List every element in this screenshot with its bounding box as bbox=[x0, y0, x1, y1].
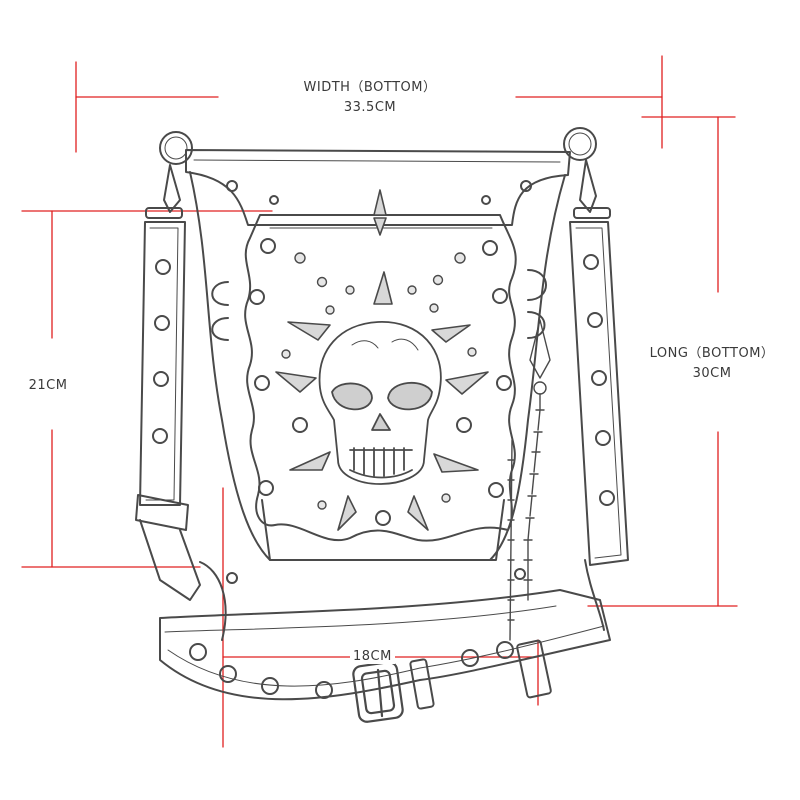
eyelet-icon bbox=[496, 375, 512, 391]
strap-dimension-value: 18CM bbox=[350, 649, 395, 664]
spikes bbox=[275, 189, 489, 531]
eyelet-icon bbox=[226, 180, 238, 192]
spike-icon bbox=[287, 321, 331, 341]
flap-eyelets bbox=[249, 238, 512, 526]
eyelet-icon bbox=[461, 649, 479, 667]
eyelet-icon bbox=[583, 254, 599, 270]
stud bbox=[441, 493, 451, 503]
stud bbox=[325, 305, 335, 315]
eyelet-icon bbox=[226, 572, 238, 584]
top-rings bbox=[145, 127, 611, 219]
eyelet-icon bbox=[249, 289, 265, 305]
studs bbox=[281, 252, 477, 510]
eyelet-icon bbox=[599, 490, 615, 506]
eyelet-icon bbox=[488, 482, 504, 498]
spike-icon bbox=[275, 371, 317, 393]
chain-icon bbox=[507, 319, 551, 641]
belt-loop bbox=[409, 658, 435, 710]
dimension-lines bbox=[21, 55, 738, 748]
spike-icon bbox=[289, 451, 331, 471]
eyelet-icon bbox=[514, 568, 526, 580]
eyelet-icon bbox=[152, 428, 168, 444]
stud bbox=[432, 274, 444, 286]
eyelet-icon bbox=[375, 510, 391, 526]
buckle-icon bbox=[352, 661, 404, 723]
spike-icon bbox=[407, 495, 429, 531]
width-dimension-value: 33.5CM bbox=[343, 100, 397, 115]
eyelet-icon bbox=[258, 480, 274, 496]
eyelet-icon bbox=[153, 371, 169, 387]
left-strap bbox=[135, 221, 201, 601]
eyelet-icon bbox=[155, 259, 171, 275]
eyelet-icon bbox=[261, 677, 279, 695]
eyelet-icon bbox=[269, 195, 279, 205]
spike-icon bbox=[373, 217, 387, 236]
eyelet-icon bbox=[219, 665, 237, 683]
side-d-rings bbox=[211, 269, 547, 341]
eyelet-icon bbox=[591, 370, 607, 386]
waist-belt bbox=[159, 589, 611, 723]
belt-keeper bbox=[516, 639, 552, 699]
stud bbox=[454, 252, 466, 264]
stud bbox=[407, 285, 417, 295]
spike-icon bbox=[337, 495, 357, 531]
eyelet-icon bbox=[496, 641, 514, 659]
eyelet-icon bbox=[481, 195, 491, 205]
ring-icon bbox=[563, 127, 597, 161]
spike-icon bbox=[431, 324, 471, 343]
spike-icon bbox=[373, 189, 387, 216]
long-dimension-title: LONG（BOTTOM） bbox=[649, 346, 775, 361]
stud bbox=[467, 347, 477, 357]
eyelet-icon bbox=[587, 312, 603, 328]
eyelet-icon bbox=[482, 240, 498, 256]
spike-icon bbox=[445, 371, 489, 395]
spike-icon bbox=[433, 453, 479, 473]
width-dimension-title: WIDTH（BOTTOM） bbox=[303, 80, 437, 95]
eyelet-icon bbox=[456, 417, 472, 433]
eyelet-icon bbox=[189, 643, 207, 661]
eyelet-icon bbox=[595, 430, 611, 446]
right-strap bbox=[569, 221, 629, 631]
spike-icon bbox=[373, 271, 393, 305]
stud bbox=[345, 285, 355, 295]
height-dimension-value: 21CM bbox=[28, 378, 68, 393]
long-dimension-value: 30CM bbox=[692, 366, 732, 381]
eyelet-icon bbox=[292, 417, 308, 433]
stud bbox=[317, 500, 327, 510]
eyelet-icon bbox=[254, 375, 270, 391]
eyelet-icon bbox=[260, 238, 276, 254]
stud bbox=[429, 303, 439, 313]
eyelet-icon bbox=[520, 180, 532, 192]
stud bbox=[316, 276, 328, 288]
skull-icon bbox=[318, 321, 442, 485]
eyelet-icon bbox=[154, 315, 170, 331]
eyelet-icon bbox=[315, 681, 333, 699]
eyelet-icon bbox=[492, 288, 508, 304]
stud bbox=[294, 252, 306, 264]
bag-lower-body bbox=[199, 499, 526, 641]
stud bbox=[281, 349, 291, 359]
ring-icon bbox=[159, 131, 193, 165]
